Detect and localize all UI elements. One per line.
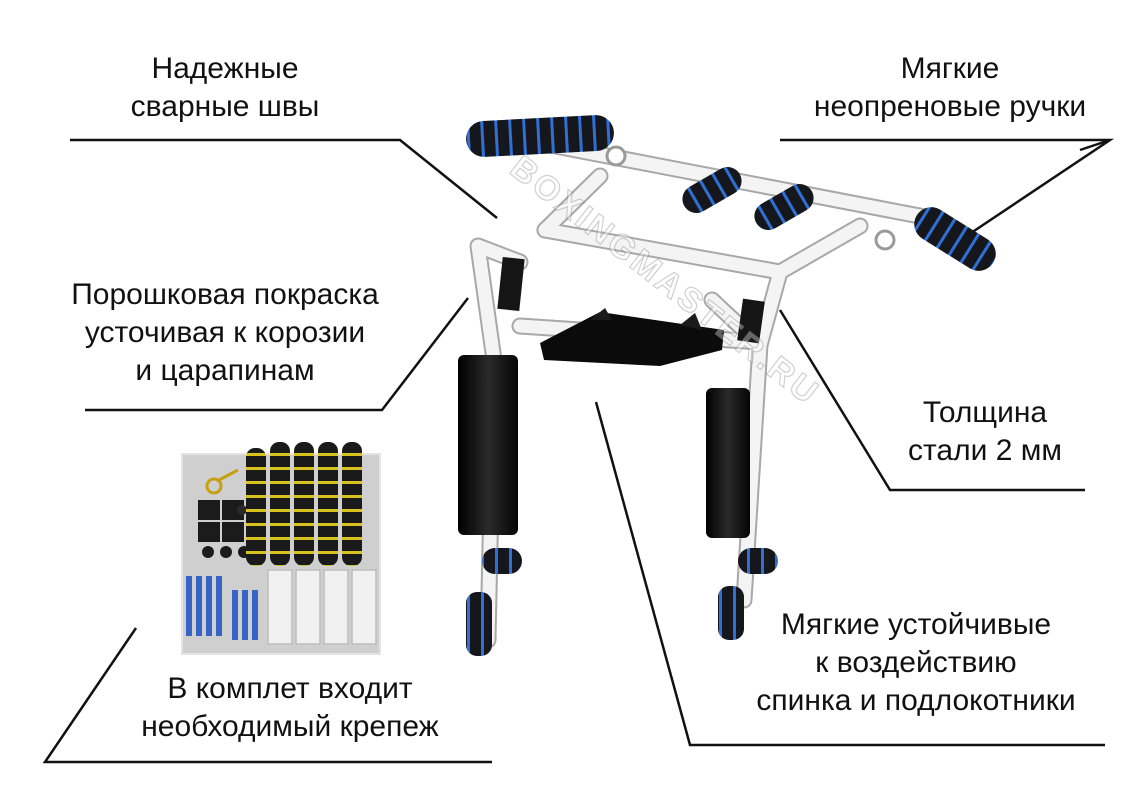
callout-handles-line1: Мягкие (900, 52, 1000, 85)
callout-welds: Надежные сварные швы (105, 50, 345, 126)
callout-lines (42, 138, 1115, 764)
callout-steel: Толщина стали 2 мм (880, 394, 1090, 470)
callout-coating-line3: и царапинам (135, 354, 315, 387)
callout-kit-line1: В комплет входит (167, 672, 413, 705)
hardware-kit (181, 442, 381, 655)
mount-ring-left (605, 145, 627, 167)
callout-welds-line1: Надежные (151, 52, 299, 85)
callout-pads: Мягкие устойчивые к воздействию спинка и… (716, 606, 1116, 720)
steel-leader (778, 309, 1085, 492)
forearm-pad-left (458, 355, 518, 535)
leg-grip-right (718, 586, 744, 640)
callout-coating-line1: Порошковая покраска (71, 278, 379, 311)
callout-pads-line1: Мягкие устойчивые (780, 608, 1052, 641)
grips (466, 115, 996, 656)
eye-bolt (205, 477, 223, 495)
back-pad (540, 312, 724, 366)
main-grip-right (914, 207, 996, 271)
callout-kit-line2: необходимый крепеж (141, 710, 439, 743)
handles-leader-secondary (1079, 138, 1111, 152)
callout-handles-line2: неопреновые ручки (813, 90, 1087, 123)
welds-leader (70, 138, 498, 219)
callout-coating-line2: усточивая к корозии (84, 316, 366, 349)
callout-welds-line2: сварные швы (130, 90, 320, 123)
dip-grip-right (738, 548, 778, 574)
mount-ring-right (874, 229, 896, 251)
leg-grip-left (466, 592, 492, 656)
pads-leader (594, 401, 1105, 747)
center-grip-left (682, 167, 742, 214)
callout-pads-line3: спинка и подлокотники (756, 684, 1076, 717)
callout-pads-line2: к воздействию (815, 646, 1017, 679)
main-grip-left (466, 115, 614, 157)
callout-steel-line1: Толщина (922, 396, 1048, 429)
center-grip-right (754, 184, 814, 230)
callout-steel-line2: стали 2 мм (908, 434, 1062, 467)
dip-grip-left (482, 548, 522, 574)
callout-kit: В комплет входит необходимый крепеж (105, 670, 475, 746)
kit-leader (42, 627, 492, 764)
forearm-pad-right (706, 388, 750, 538)
strap-right (737, 298, 765, 344)
coating-leader (85, 297, 469, 412)
callout-coating: Порошковая покраска усточивая к корозии … (20, 276, 430, 390)
strap-left (497, 256, 525, 312)
callout-handles: Мягкие неопреновые ручки (790, 50, 1110, 126)
